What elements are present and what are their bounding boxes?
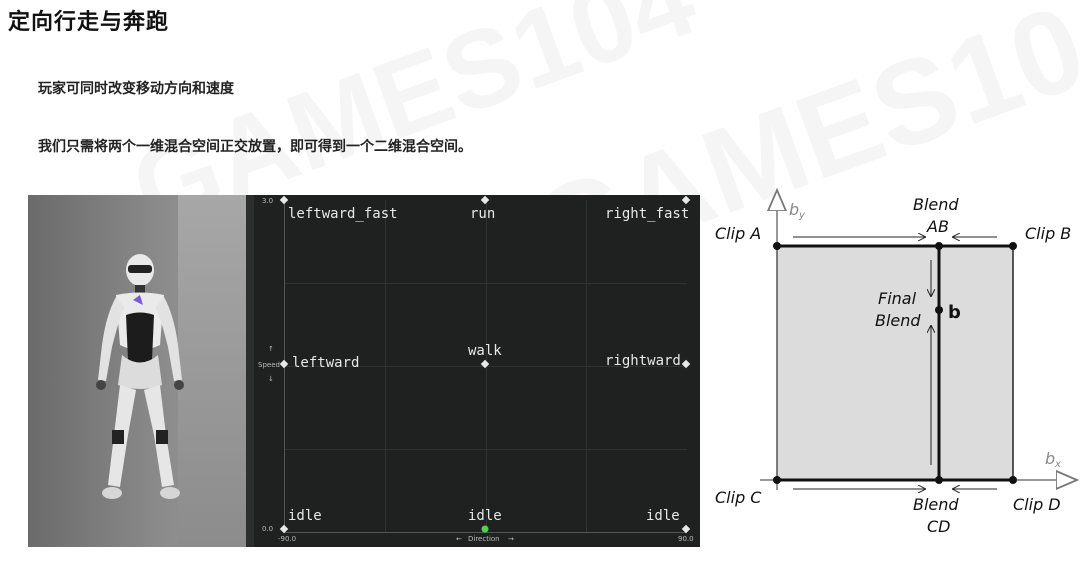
y-axis-max-label: 3.0 bbox=[262, 197, 274, 205]
clip-label-idle: idle bbox=[288, 508, 322, 524]
clip-label-rightward: rightward bbox=[605, 353, 681, 369]
clip-c-label: Clip C bbox=[715, 488, 762, 507]
character-preview-image bbox=[28, 195, 246, 547]
blend-ab-label: Blend bbox=[913, 195, 959, 214]
clip-label-right-fast: right_fast bbox=[605, 206, 690, 222]
final-blend-label: Blend bbox=[875, 311, 921, 330]
by-axis-label: b bbox=[789, 200, 799, 219]
robot-character-illustration bbox=[96, 254, 184, 499]
bx-axis-subscript: x bbox=[1054, 459, 1061, 470]
x-axis-label: Direction bbox=[468, 535, 500, 543]
blend-ab-label: AB bbox=[926, 217, 949, 236]
x-axis-left-arrow: ← bbox=[456, 535, 462, 543]
current-preview-point[interactable] bbox=[481, 525, 489, 533]
blend-cd-label: CD bbox=[927, 517, 951, 536]
bullet-text: 玩家可同时改变移动方向和速度 bbox=[38, 81, 234, 97]
bilinear-blend-diagram: Clip A Clip B Clip C Clip D Blend AB Ble… bbox=[705, 180, 1082, 560]
background-wall bbox=[178, 195, 246, 547]
clip-label-leftward-fast: leftward_fast bbox=[288, 206, 398, 222]
b-point-label: b bbox=[948, 302, 961, 323]
x-axis-max-label: 90.0 bbox=[678, 535, 694, 543]
clip-label-idle: idle bbox=[646, 508, 680, 524]
final-blend-label: Final bbox=[878, 289, 917, 308]
y-axis-down-arrow: ↓ bbox=[268, 375, 274, 383]
y-axis-up-arrow: ↑ bbox=[268, 345, 274, 353]
editor-sidebar bbox=[246, 195, 254, 547]
clip-label-leftward: leftward bbox=[292, 355, 360, 371]
clip-a-label: Clip A bbox=[715, 224, 761, 243]
x-axis-right-arrow: → bbox=[508, 535, 514, 543]
blend-space-editor: 3.0 0.0 ↑ Speed ↓ -90.0 90.0 ← Direction… bbox=[246, 195, 700, 547]
clip-d-label: Clip D bbox=[1013, 495, 1061, 514]
y-axis-label: Speed bbox=[258, 361, 280, 369]
bx-axis-label: b bbox=[1045, 449, 1055, 468]
slide-title: 定向行走与奔跑 bbox=[8, 10, 170, 35]
clip-label-idle: idle bbox=[468, 508, 502, 524]
clip-label-run: run bbox=[470, 206, 496, 222]
by-axis-subscript: y bbox=[798, 210, 806, 221]
clip-b-label: Clip B bbox=[1025, 224, 1071, 243]
blend-cd-label: Blend bbox=[913, 495, 959, 514]
clip-label-walk: walk bbox=[468, 343, 502, 359]
bullet-text: 我们只需将两个一维混合空间正交放置，即可得到一个二维混合空间。 bbox=[38, 139, 472, 155]
y-axis-min-label: 0.0 bbox=[262, 525, 274, 533]
x-axis-min-label: -90.0 bbox=[278, 535, 297, 543]
